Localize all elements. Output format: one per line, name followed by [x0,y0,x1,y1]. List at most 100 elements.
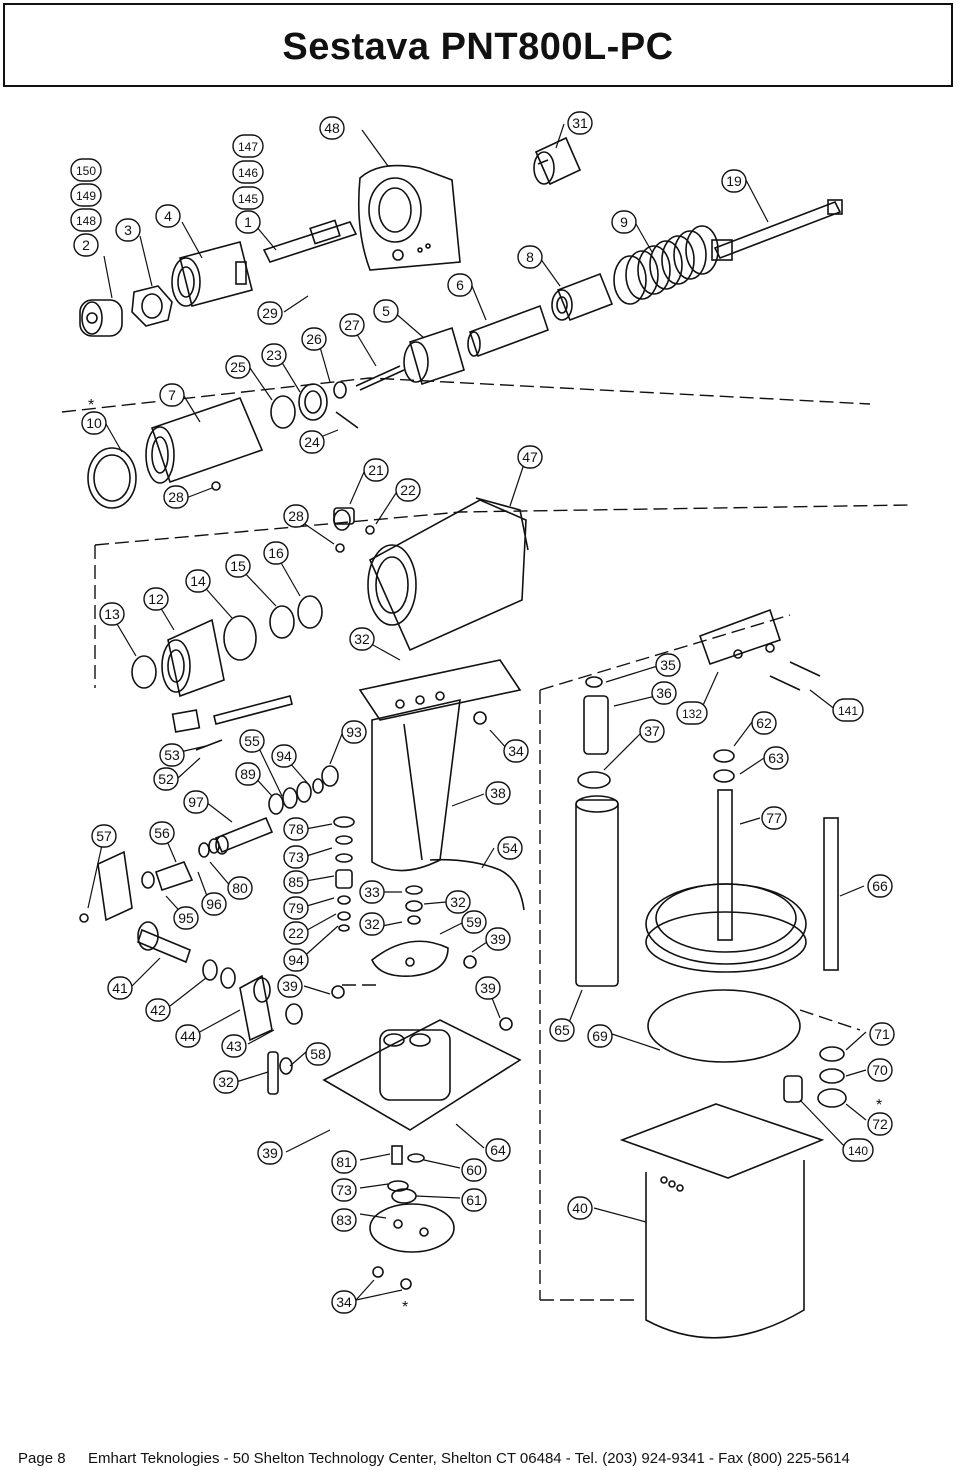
part-orings-80 [198,838,220,858]
callout-text: 141 [838,704,858,718]
callout-text: 132 [682,707,702,721]
part-orings-89 [268,778,324,815]
part-orings-42 [202,959,236,989]
callout-text: 32 [364,916,380,932]
part-valve-140 [783,1075,803,1103]
part-sleeve-6 [467,304,550,358]
callout-66: 66 [867,874,893,898]
callout-text: 52 [158,771,174,787]
part-rod-66 [823,817,839,971]
callout-text: 72 [872,1116,888,1132]
callout-text: 25 [230,359,246,375]
callout-38: 38 [485,781,511,805]
part-cylinder-7 [145,397,264,484]
callout-80: 80 [227,876,253,900]
callout-text: 140 [848,1144,868,1158]
callout-14: 14 [185,569,211,593]
callout-text: 48 [324,120,340,136]
callout-text: 9 [620,214,628,230]
part-plug-72 [817,1088,847,1108]
callout-text: 28 [168,489,184,505]
part-screw-28a [211,481,221,491]
callout-text: 41 [112,980,128,996]
callout-34: 34 [503,739,529,763]
callout-text: 36 [656,685,672,701]
callout-39: 39 [475,976,501,1000]
callout-95: 95 [173,906,199,930]
part-oring-69 [647,989,801,1063]
part-ring-16 [297,595,323,629]
callout-text: 53 [164,747,180,763]
callout-85: 85 [283,870,309,894]
callout-text: 58 [310,1046,326,1062]
callout-text: 3 [124,222,132,238]
callout-97: 97 [183,790,209,814]
callout-text: 95 [178,910,194,926]
part-cover-132 [698,608,782,666]
page-title: Sestava PNT800L-PC [282,26,674,68]
callout-83: 83 [331,1208,357,1232]
callout-text: 26 [306,331,322,347]
callout-text: 12 [148,591,164,607]
callout-text: 85 [288,874,304,890]
exploded-parts-diagram: 1501491482341471461451483119986295272623… [61,111,911,1339]
callout-text: 59 [466,914,482,930]
callout-1: 1 [235,210,261,234]
part-rod-1 [262,219,358,263]
callout-60: 60 [461,1158,487,1182]
part-screw-28b [335,543,345,553]
callout-text: 22 [288,925,304,941]
callout-89: 89 [235,762,261,786]
company-address: Emhart Teknologies - 50 Shelton Technolo… [88,1450,850,1467]
callout-55: 55 [239,729,265,753]
part-screw-39b [331,985,345,999]
callout-52: 52 [153,767,179,791]
callout-text: 15 [230,558,246,574]
part-valve-56 [141,860,194,892]
callout-text: 63 [768,750,784,766]
callout-10: 10 [81,411,107,435]
part-pin-24 [335,411,359,429]
callout-text: 27 [344,317,360,333]
callout-text: 33 [364,884,380,900]
callout-text: 34 [336,1294,352,1310]
part-trigger-53 [171,709,201,733]
callout-text: 69 [592,1028,608,1044]
asterisk-72: * [876,1097,882,1114]
part-seal-61 [391,1188,417,1204]
callout-text: 43 [226,1038,242,1054]
callout-text: 34 [508,743,524,759]
callout-150: 150 [70,158,102,182]
callout-40: 40 [567,1196,593,1220]
callout-77: 77 [761,806,787,830]
callout-69: 69 [587,1024,613,1048]
callout-text: 94 [276,748,292,764]
callout-text: 55 [244,733,260,749]
part-ring-13 [131,655,157,689]
callout-text: 1 [244,214,252,230]
part-ring-14 [223,615,257,661]
callout-31: 31 [567,111,593,135]
callout-text: 14 [190,573,206,589]
callout-22: 22 [283,921,309,945]
callout-37: 37 [639,719,665,743]
callout-72: 72 [867,1112,893,1136]
callout-text: 24 [304,434,320,450]
callout-27: 27 [339,313,365,337]
part-pin-26 [333,381,347,399]
callout-text: 79 [288,900,304,916]
callout-56: 56 [149,821,175,845]
part-ring-71 [819,1046,845,1062]
callout-text: 16 [268,545,284,561]
part-ring-23 [298,383,328,421]
callout-24: 24 [299,430,325,454]
callout-text: 37 [644,723,660,739]
callout-16: 16 [263,541,289,565]
callout-text: 65 [554,1022,570,1038]
callout-41: 41 [107,976,133,1000]
part-ring-15 [269,605,295,639]
callout-text: 28 [288,508,304,524]
callout-78: 78 [283,817,309,841]
callout-79: 79 [283,896,309,920]
part-coupling-8 [551,272,614,322]
